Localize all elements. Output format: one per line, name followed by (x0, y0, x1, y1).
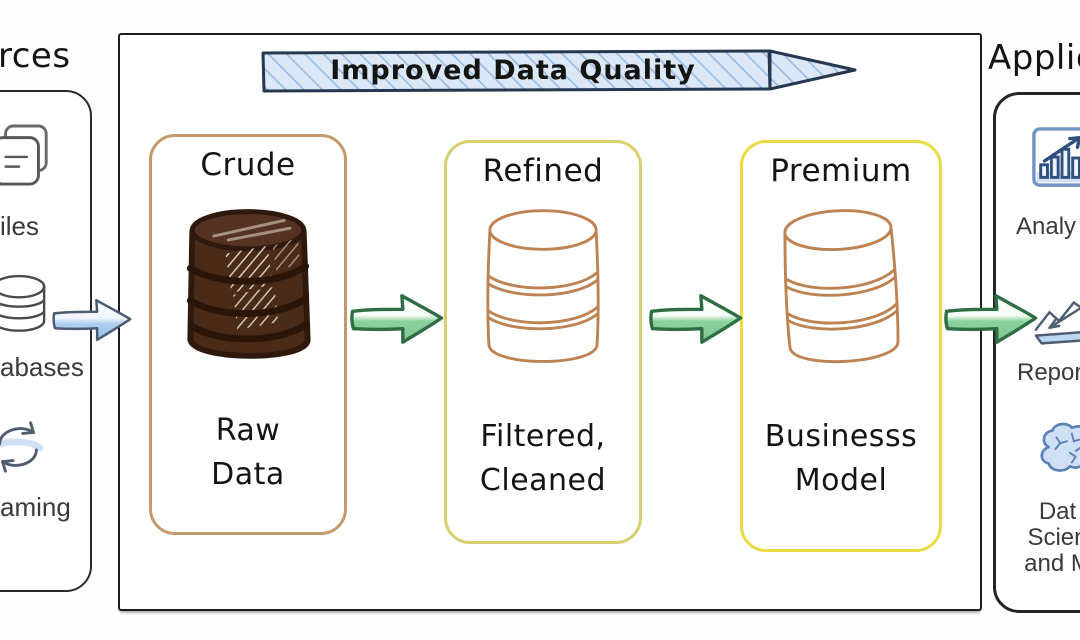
oil-barrel-icon (172, 195, 324, 375)
source-item-label: abases (0, 352, 84, 382)
caption-line: Raw (215, 413, 281, 448)
analytics-icon (1031, 126, 1080, 194)
stage-title: Premium (770, 153, 912, 189)
improved-data-quality-banner (257, 44, 865, 96)
flow-arrow-icon (941, 289, 1043, 353)
label-line: Scien (1027, 524, 1080, 551)
source-item-label: iles (0, 211, 40, 241)
stage-card-premium: Premium Businesss Model (740, 140, 942, 552)
label-line: Dat (1038, 498, 1077, 525)
application-item-label: Analy (1016, 213, 1077, 240)
input-arrow-icon (50, 290, 136, 354)
sources-panel-title: rces (0, 36, 71, 76)
database-cylinder-icon (468, 201, 618, 379)
application-item-label: Repor (1017, 359, 1080, 386)
reports-icon (1030, 296, 1080, 352)
flow-arrow-icon (347, 289, 449, 353)
applications-panel-title: Applica (988, 38, 1080, 78)
caption-line: Filtered, (480, 419, 606, 454)
flow-arrow-icon (646, 289, 748, 353)
caption-line: Businesss (764, 419, 918, 454)
label-line: and M (1024, 550, 1080, 577)
files-icon (0, 124, 52, 192)
stage-caption: Businesss Model (743, 415, 939, 503)
stage-title: Crude (200, 147, 296, 183)
stage-caption: Filtered, Cleaned (447, 415, 639, 503)
source-item-label: aming (0, 492, 71, 522)
database-cylinder-icon (766, 201, 916, 379)
stage-card-crude: Crude Raw Data (149, 134, 347, 535)
database-icon (0, 274, 48, 342)
caption-line: Data (211, 457, 285, 492)
stage-card-refined: Refined Filtered, Cleaned (444, 140, 642, 544)
streaming-icon (0, 418, 48, 480)
stage-caption: Raw Data (152, 409, 344, 497)
caption-line: Cleaned (479, 463, 607, 498)
banner-label: Improved Data Quality (330, 55, 696, 86)
stage-title: Refined (482, 153, 604, 189)
application-item-label: Dat Scien and M (1000, 499, 1080, 577)
data-science-icon (1035, 420, 1080, 480)
caption-line: Model (794, 463, 888, 498)
